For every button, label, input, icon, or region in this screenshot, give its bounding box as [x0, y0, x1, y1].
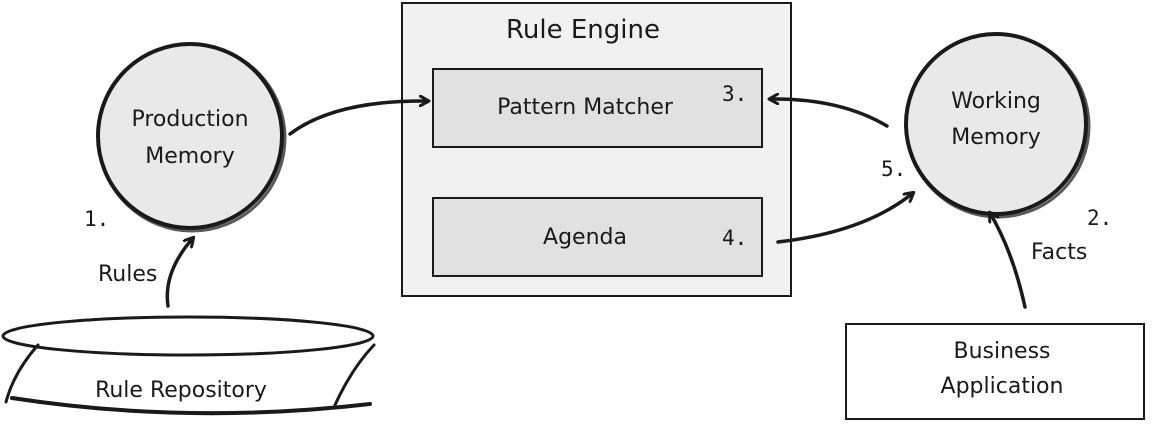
- production-memory-circle: [96, 42, 284, 230]
- business-application-label-line2: Application: [941, 374, 1064, 399]
- step-1-label: 1.: [84, 207, 109, 231]
- arrow-working-memory-to-pattern-matcher: [770, 99, 889, 128]
- agenda-box: [432, 197, 763, 277]
- production-memory-label-line2: Memory: [145, 144, 234, 169]
- production-memory: Production Memory: [96, 42, 287, 233]
- business-application-label-line1: Business: [953, 339, 1050, 364]
- agenda: Agenda: [432, 197, 763, 277]
- rule-repository: Rule Repository: [1, 315, 376, 416]
- production-memory-label-line1: Production: [131, 107, 248, 132]
- rule-engine: Rule Engine Pattern Matcher Agenda 3. 4.: [401, 2, 792, 297]
- working-memory-circle: [904, 32, 1088, 216]
- working-memory: Working Memory: [904, 32, 1091, 219]
- rules-label: Rules: [98, 262, 157, 287]
- pattern-matcher-box: [432, 68, 763, 148]
- business-application: Business Application: [845, 323, 1145, 420]
- arrow-production-to-pattern-matcher: [288, 101, 428, 136]
- arrow-business-app-to-working-memory: [990, 213, 1027, 309]
- step-2-label: 2.: [1087, 206, 1112, 230]
- step-5-label: 5.: [881, 157, 906, 181]
- arrow-agenda-to-working-memory: [776, 193, 913, 244]
- rule-engine-title: Rule Engine: [506, 15, 660, 45]
- rule-repository-left-side: [4, 343, 40, 404]
- rule-repository-label: Rule Repository: [95, 378, 267, 403]
- business-application-box: [845, 323, 1145, 420]
- working-memory-label-line1: Working: [951, 89, 1041, 114]
- step-3-label: 3.: [722, 82, 747, 106]
- rule-repository-right-side: [333, 343, 376, 407]
- rule-repository-top: [1, 315, 375, 357]
- facts-label: Facts: [1031, 240, 1087, 265]
- step-4-label: 4.: [722, 226, 747, 250]
- pattern-matcher-label: Pattern Matcher: [497, 95, 674, 120]
- agenda-label: Agenda: [543, 225, 627, 250]
- rule-repository-bottom: [10, 396, 372, 416]
- arrow-repository-to-production-memory: [165, 238, 193, 308]
- pattern-matcher: Pattern Matcher: [432, 68, 763, 148]
- working-memory-label-line2: Memory: [951, 125, 1040, 150]
